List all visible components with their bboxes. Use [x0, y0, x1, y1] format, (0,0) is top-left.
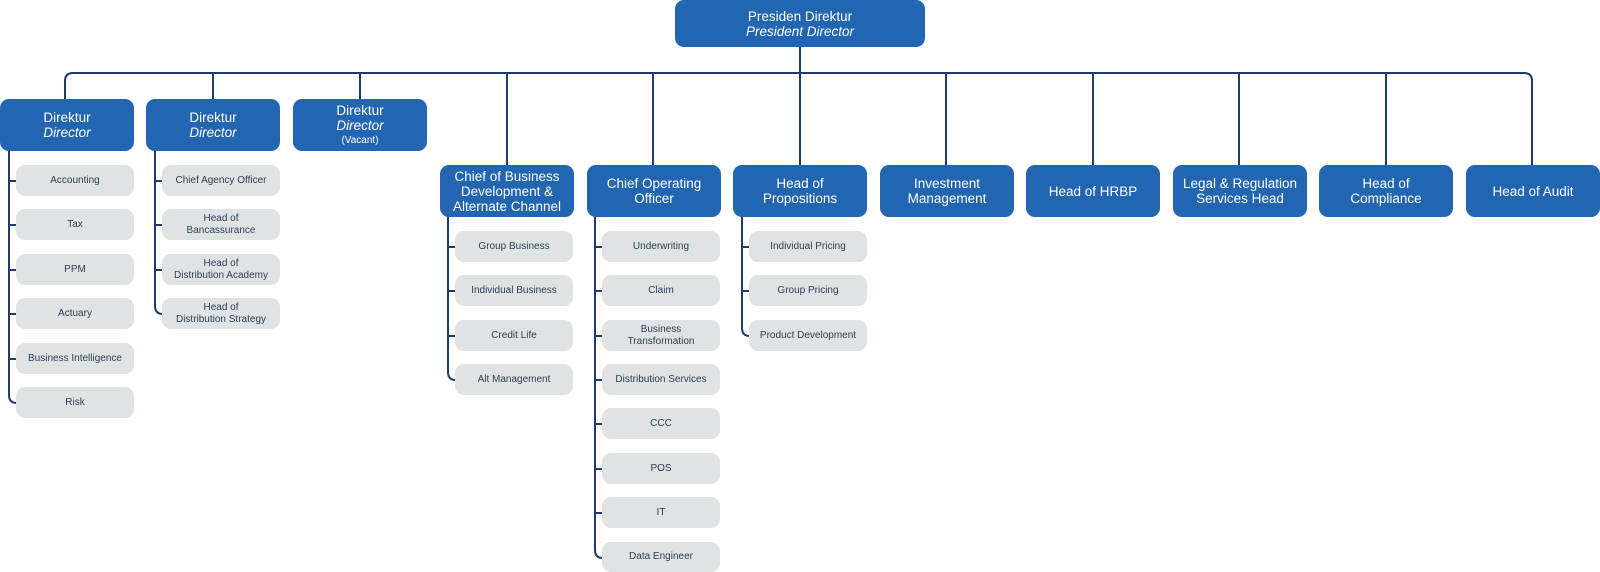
head-label: Chief of Business Development & Alternat…: [452, 168, 562, 214]
unit-label: IT: [656, 506, 666, 518]
head-label: Legal & Regulation Services Head: [1182, 176, 1298, 206]
unit-business-intelligence: Business Intelligence: [16, 343, 134, 374]
director-title: Direktur: [43, 110, 91, 125]
unit-tax: Tax: [16, 209, 134, 240]
unit-underwriting: Underwriting: [602, 231, 720, 262]
unit-credit-life: Credit Life: [455, 320, 573, 351]
unit-label: Distribution Services: [615, 373, 707, 385]
unit-risk: Risk: [16, 387, 134, 418]
head-box-compliance: Head of Compliance: [1319, 165, 1453, 217]
connector-main-bus: [64, 72, 1533, 166]
unit-label: Head of Distribution Academy: [174, 258, 268, 281]
director-title: Direktur: [189, 110, 237, 125]
unit-label: Head of Bancassurance: [186, 213, 256, 236]
unit-distribution-services: Distribution Services: [602, 364, 720, 395]
director-box-1: Direktur Director: [0, 99, 134, 151]
unit-group-pricing: Group Pricing: [749, 275, 867, 306]
unit-claim: Claim: [602, 275, 720, 306]
unit-label: Alt Management: [477, 373, 551, 385]
director-box-2: Direktur Director: [146, 99, 280, 151]
director-subtitle: Director: [189, 125, 237, 140]
unit-label: Risk: [65, 396, 85, 408]
unit-business-transformation: Business Transformation: [602, 320, 720, 351]
connector-propositions-units: [741, 216, 751, 337]
unit-label: PPM: [64, 263, 86, 275]
connector-coo-units: [594, 216, 604, 559]
unit-label: Tax: [67, 218, 83, 230]
unit-head-of-distribution-strategy: Head of Distribution Strategy: [162, 298, 280, 329]
unit-label: Underwriting: [632, 240, 690, 252]
unit-label: Individual Business: [471, 284, 557, 296]
unit-label: POS: [650, 462, 672, 474]
unit-label: Actuary: [58, 307, 92, 319]
unit-ppm: PPM: [16, 254, 134, 285]
president-director-box: Presiden Direktur President Director: [675, 0, 925, 47]
unit-label: Head of Distribution Strategy: [175, 302, 267, 325]
unit-label: Individual Pricing: [770, 240, 846, 252]
unit-label: Accounting: [50, 174, 100, 186]
unit-individual-business: Individual Business: [455, 275, 573, 306]
head-label: Head of HRBP: [1048, 183, 1138, 199]
unit-label: Data Engineer: [629, 551, 693, 563]
unit-label: Group Business: [478, 240, 550, 252]
unit-label: CCC: [650, 417, 672, 429]
unit-head-of-bancassurance: Head of Bancassurance: [162, 209, 280, 240]
unit-label: Credit Life: [491, 329, 537, 341]
president-subtitle: President Director: [745, 23, 855, 39]
head-box-audit: Head of Audit: [1466, 165, 1600, 217]
unit-pos: POS: [602, 453, 720, 484]
unit-alt-management: Alt Management: [455, 364, 573, 395]
director-title: Direktur: [336, 103, 384, 118]
unit-group-business: Group Business: [455, 231, 573, 262]
unit-actuary: Actuary: [16, 298, 134, 329]
president-title: Presiden Direktur: [747, 8, 853, 24]
unit-label: Group Pricing: [777, 284, 839, 296]
head-box-legal-regulation: Legal & Regulation Services Head: [1173, 165, 1307, 217]
connector-director1-units: [8, 150, 18, 404]
unit-head-of-distribution-academy: Head of Distribution Academy: [162, 254, 280, 285]
unit-data-engineer: Data Engineer: [602, 542, 720, 572]
unit-chief-agency-officer: Chief Agency Officer: [162, 165, 280, 196]
director-subtitle: Director: [336, 118, 384, 133]
connector-director2-units: [154, 150, 164, 315]
head-label: Chief Operating Officer: [606, 176, 702, 206]
director-box-3-vacant: Direktur Director (Vacant): [293, 99, 427, 151]
head-box-business-development: Chief of Business Development & Alternat…: [440, 165, 574, 217]
unit-ccc: CCC: [602, 408, 720, 439]
director-subtitle: Director: [43, 125, 91, 140]
unit-product-development: Product Development: [749, 320, 867, 351]
unit-accounting: Accounting: [16, 165, 134, 196]
head-label: Investment Management: [907, 176, 987, 206]
unit-label: Claim: [648, 284, 674, 296]
connector-cbd-units: [447, 216, 457, 381]
unit-label: Business Transformation: [627, 324, 695, 347]
head-box-propositions: Head of Propositions: [733, 165, 867, 217]
unit-individual-pricing: Individual Pricing: [749, 231, 867, 262]
unit-label: Product Development: [759, 329, 857, 341]
head-box-coo: Chief Operating Officer: [587, 165, 721, 217]
head-label: Head of Propositions: [762, 176, 838, 206]
head-box-investment-management: Investment Management: [880, 165, 1014, 217]
unit-label: Chief Agency Officer: [175, 174, 267, 186]
head-label: Head of Audit: [1492, 183, 1574, 199]
head-box-hrbp: Head of HRBP: [1026, 165, 1160, 217]
unit-label: Business Intelligence: [28, 352, 122, 364]
head-label: Head of Compliance: [1350, 176, 1422, 206]
unit-it: IT: [602, 497, 720, 528]
director-vacant-note: (Vacant): [341, 135, 379, 146]
